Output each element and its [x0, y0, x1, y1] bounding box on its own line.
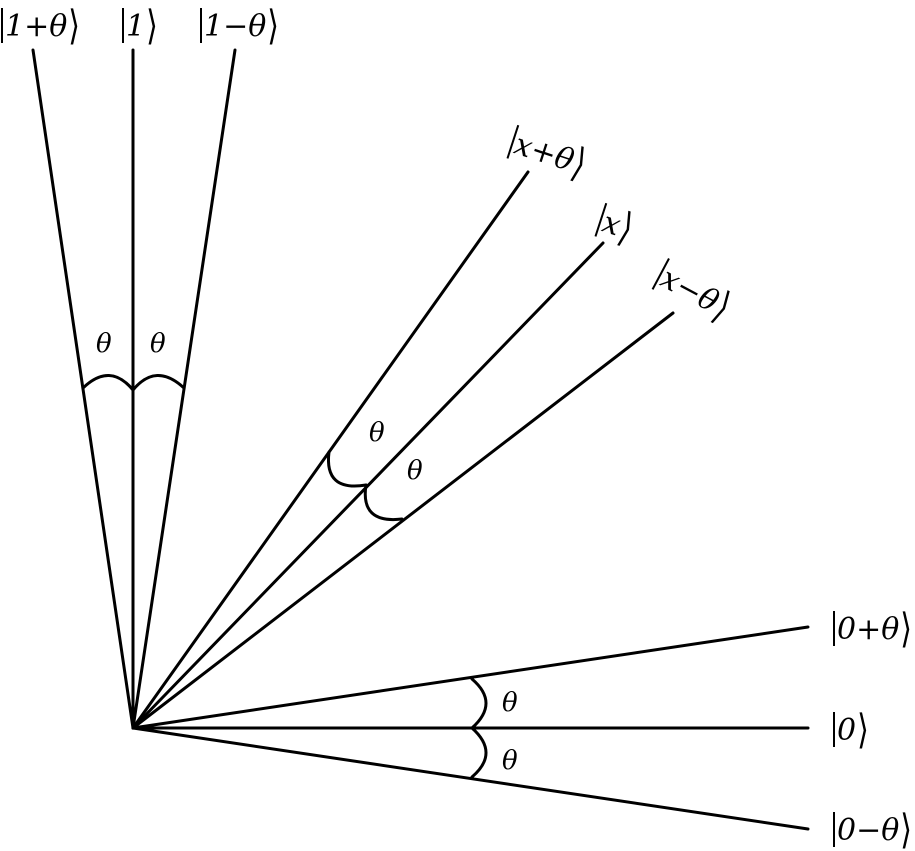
- ket-text-zero-plus-theta: 0+θ: [837, 611, 900, 647]
- ket-text-one-minus-theta: 1−θ: [204, 8, 267, 44]
- angle-arc-x-upper: [326, 450, 368, 488]
- ket-text-zero: 0: [837, 712, 857, 748]
- ket-label-one: 1⟩: [122, 6, 158, 46]
- angle-label-one-left: θ: [96, 329, 112, 359]
- angle-arc-one-left: [81, 374, 135, 392]
- ray-zero-minus-theta: [131, 726, 810, 831]
- angle-label-zero-upper: θ: [502, 688, 518, 718]
- ket-text-zero-minus-theta: 0−θ: [837, 812, 900, 848]
- angle-label-x-lower: θ: [407, 456, 423, 486]
- angle-label-zero-lower: θ: [502, 746, 518, 776]
- angle-label-x-upper: θ: [369, 418, 385, 448]
- ket-label-one-plus-theta: 1+θ⟩: [1, 6, 80, 46]
- angle-arc-zero-upper: [470, 677, 488, 730]
- ray-x: [131, 241, 605, 730]
- ray-x-plus-theta: [131, 170, 530, 730]
- ket-text-one-plus-theta: 1+θ: [5, 8, 68, 44]
- ket-text-one: 1: [126, 8, 146, 44]
- ket-label-zero-minus-theta: 0−θ⟩: [833, 810, 912, 850]
- ket-label-one-minus-theta: 1−θ⟩: [200, 6, 279, 46]
- ket-label-zero-plus-theta: 0+θ⟩: [833, 609, 912, 649]
- angle-arc-zero-lower: [470, 726, 488, 779]
- ray-zero-plus-theta: [131, 625, 810, 730]
- angle-arc-one-right: [131, 374, 186, 392]
- ray-x-minus-theta: [131, 311, 675, 730]
- angle-arc-x-lower: [363, 483, 404, 522]
- ket-label-zero: 0⟩: [833, 710, 869, 750]
- angle-label-one-right: θ: [150, 329, 166, 359]
